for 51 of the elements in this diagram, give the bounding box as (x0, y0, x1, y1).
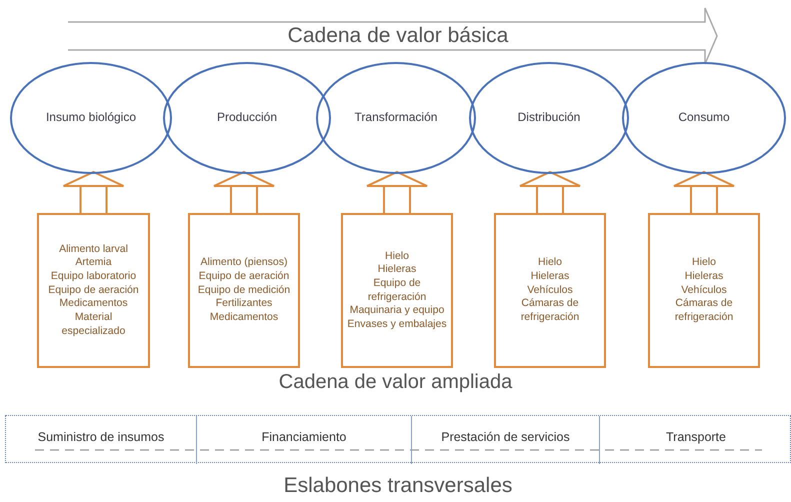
link-label: Prestación de servicios (441, 428, 570, 446)
block-arrow (519, 171, 581, 214)
stage-ellipse (316, 62, 476, 174)
input-item: Maquinaria y equipo (350, 304, 444, 318)
stage-label: Consumo (678, 110, 730, 126)
section-title: Cadena de valor ampliada (278, 371, 514, 394)
input-box (648, 213, 760, 368)
input-item: Hielo (385, 250, 409, 264)
stage-label: Distribución (518, 110, 580, 126)
input-item: Vehículos (681, 284, 727, 298)
block-arrow (366, 171, 428, 214)
input-item: Equipo de aeración (48, 284, 139, 298)
input-item: Fertilizantes (216, 297, 272, 311)
input-item: Material especializado (60, 310, 126, 338)
band-title: Eslabones transversales (282, 473, 514, 499)
block-arrow (62, 171, 124, 214)
input-box (37, 213, 150, 368)
link-label: Suministro de insumos (38, 428, 164, 446)
input-box (188, 213, 300, 368)
input-item: Alimento (piensos) (200, 256, 288, 270)
input-item: Vehículos (527, 284, 573, 298)
stage-label: Insumo biológico (46, 110, 136, 126)
input-item: Cámaras de refrigeración (674, 297, 734, 325)
input-box (341, 213, 453, 368)
stage-ellipse (10, 62, 172, 174)
input-item: Hieleras (684, 270, 724, 284)
input-item: Hieleras (530, 270, 570, 284)
input-item: Alimento larval (59, 242, 128, 256)
input-item: Envases y embalajes (347, 318, 447, 332)
input-item: Equipo de refrigeración (366, 276, 428, 304)
input-item: Equipo de medición (198, 284, 290, 298)
input-item: Hieleras (378, 263, 416, 277)
stage-ellipse (163, 62, 331, 174)
input-item: Hielo (538, 256, 562, 270)
link-label: Transporte (666, 428, 726, 446)
input-item: Equipo de aeración (198, 270, 290, 284)
link-label: Financiamiento (262, 428, 346, 446)
input-item: Artemia (75, 256, 112, 270)
stage-ellipse (622, 62, 786, 174)
chain-title: Cadena de valor básica (288, 23, 508, 50)
stage-label: Transformación (354, 110, 438, 126)
input-item: Cámaras de refrigeración (520, 297, 580, 325)
input-item: Hielo (692, 256, 716, 270)
stage-label: Producción (216, 110, 278, 126)
stage-ellipse (469, 62, 629, 174)
input-item: Medicamentos (210, 310, 278, 325)
block-arrow (213, 171, 275, 214)
input-item: Equipo laboratorio (50, 270, 136, 284)
input-box (494, 213, 606, 368)
input-item: Medicamentos (59, 297, 128, 311)
block-arrow (673, 171, 735, 214)
